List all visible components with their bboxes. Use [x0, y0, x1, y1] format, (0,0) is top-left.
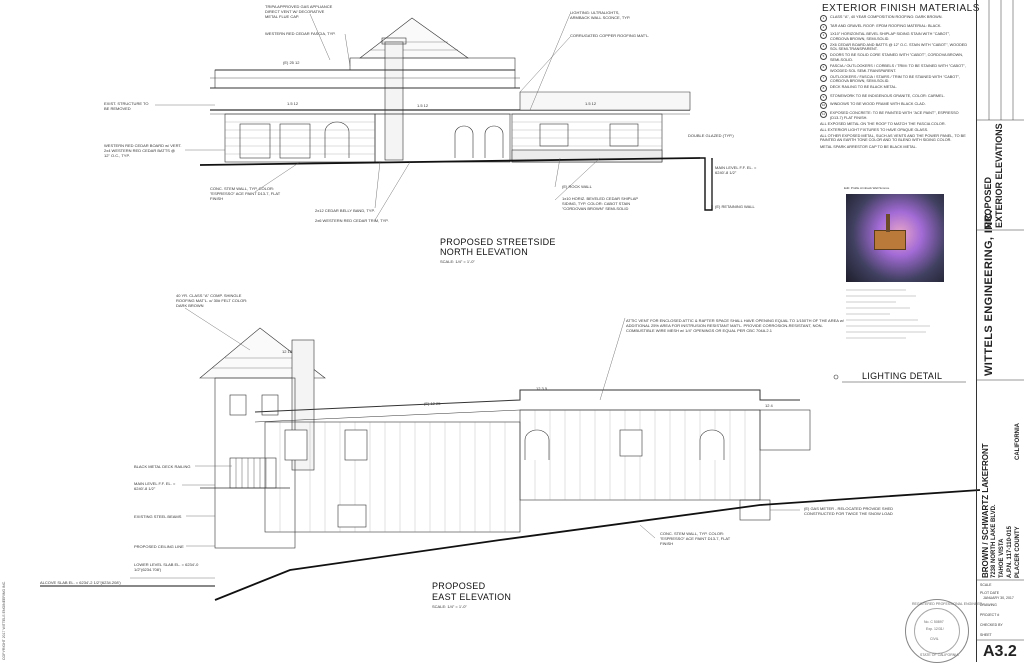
project-apn: A.P.N. 117-110-015	[1007, 526, 1013, 578]
note-existing-structure: EXIST. STRUCTURE TO BE REMOVED	[104, 101, 149, 111]
finish-note: ALL OTHER EXPOSED METAL, SUCH AS VENTS A…	[820, 133, 966, 143]
spec-text-lines	[846, 289, 930, 339]
roof-pitch-label: 12 4	[765, 403, 773, 408]
sconce-image	[846, 194, 944, 282]
roof-pitch-label: 1.5 12	[287, 101, 299, 106]
note-fascia: WESTERN RED CEDAR FASCIA, TYP.	[265, 31, 336, 36]
scale-label: SCALE	[980, 583, 992, 587]
finish-note: ALL EXTERIOR LIGHT FIXTURES TO HAVE OPAQ…	[820, 127, 929, 132]
sconce-arm-shape	[886, 214, 890, 232]
plot-date-label: PLOT DATE	[980, 591, 1000, 595]
note-siding: 1x10 HORIZ. BEVELED CEDAR SHIPLAP SIDING…	[562, 196, 638, 211]
note-stem-wall: CONC. STEM WALL, TYP. COLOR: "ESPRESSO" …	[660, 531, 731, 546]
roof-pitch-label: 1.5 12	[417, 103, 429, 108]
lighting-caption: Edit: Profile Armback Wall Sconce	[844, 186, 890, 190]
title-block: PROPOSED EXTERIOR ELEVATIONS WITTELS ENG…	[976, 0, 1024, 662]
plot-date-value: JANUARY 30, 2017	[983, 596, 1014, 600]
note-cedar-board: WESTERN RED CEDAR BOARD w/ VERT. 2x4 WES…	[104, 143, 182, 158]
note-steel-beams: EXISTING STEEL BEAMS	[134, 514, 182, 519]
note-retaining-wall: (E) RETAINING WALL	[715, 204, 755, 209]
project-number-label: PROJECT #	[980, 613, 1000, 617]
stamp-license: No. C 50897	[924, 620, 944, 624]
sheet-number: A3.2	[983, 643, 1017, 660]
lighting-detail-sheet: Edit: Profile Armback Wall Sconce	[844, 186, 948, 358]
note-alcove-slab: ALCOVE SLAB EL. = 6234'-2 1/2"(6234.208'…	[40, 580, 121, 585]
project-name: BROWN / SCHWARTZ LAKEFRONT	[981, 443, 990, 578]
note-deck-railing: BLACK METAL DECK RAILING	[134, 464, 191, 469]
note-shingle-roofing: 40 YR. CLASS "A" COMP. SHINGLE ROOFING M…	[176, 293, 248, 308]
roof-pitch-label: 12 12	[282, 349, 293, 354]
roof-pitch-label: 12 3.5	[536, 386, 548, 391]
note-cedar-trim: 2x6 WESTERN RED CEDAR TRIM, TYP.	[315, 218, 389, 223]
note-copper-roofing: CORRUGATED COPPER ROOFING MAT'L.	[570, 33, 650, 38]
firm-name: WITTELS ENGINEERING, INC.	[983, 209, 995, 376]
note-main-level: MAIN LEVEL F.F. EL. = 6240'-8 1/2"	[134, 481, 176, 491]
note-belly-band: 2x12 CEDAR BELLY BAND, TYP.	[315, 208, 375, 213]
project-city: TAHOE VISTA	[999, 538, 1005, 578]
note-stem-wall: CONC. STEM WALL, TYP. COLOR: "ESPRESSO" …	[210, 186, 281, 201]
title-block-grid	[977, 0, 1024, 641]
east-elevation-drawing	[40, 307, 980, 601]
stamp-civil: CIVIL	[930, 637, 939, 641]
project-state: CALIFORNIA	[1015, 423, 1021, 460]
roof-pitch-label: (E) 12 25	[424, 401, 441, 406]
sconce-lamp-shape	[874, 230, 906, 250]
finish-note: METAL SPARK ARRESTOR CAP TO BE BLACK MET…	[820, 144, 917, 149]
note-lower-level: LOWER LEVEL SLAB EL. = 6234'-0 1/2"(6234…	[134, 562, 199, 572]
note-ceiling-line: PROPOSED CEILING LINE	[134, 544, 184, 549]
east-elevation-title: PROPOSED	[432, 581, 486, 591]
finish-note: ALL EXPOSED METAL ON THE ROOF TO MATCH T…	[820, 121, 946, 126]
north-elevation-title: PROPOSED STREETSIDE	[440, 237, 556, 247]
east-elevation-subtitle: EAST ELEVATION	[432, 592, 512, 602]
note-gas-meter: (E) GAS METER - RELOCATED PROVIDE SHED C…	[804, 506, 894, 516]
note-rock-wall: (E) ROCK WALL	[562, 184, 592, 189]
roof-pitch-label: (E) 25 12	[283, 60, 300, 65]
project-address: 7238 NORTH LAKE BLVD.	[991, 504, 997, 578]
north-elevation-drawing	[155, 13, 713, 221]
lighting-detail-marker	[833, 374, 966, 383]
stamp-state: STATE OF CALIFORNIA	[920, 653, 959, 657]
note-main-level: MAIN LEVEL F.F. EL. = 6240'-8 1/2"	[715, 165, 757, 175]
project-county: PLACER COUNTY	[1015, 526, 1021, 578]
note-double-glazed: DOUBLE GLAZED (TYP.)	[688, 133, 734, 138]
note-attic-vent: ATTIC VENT FOR ENCLOSED ATTIC & RAFTER S…	[626, 318, 844, 333]
lighting-detail-title: LIGHTING DETAIL	[862, 371, 943, 381]
stamp-ring-text: REGISTERED PROFESSIONAL ENGINEER	[912, 602, 983, 606]
checked-by-label: CHECKED BY	[980, 623, 1003, 627]
north-elevation-scale: SCALE: 1/4" = 1'-0"	[440, 259, 475, 264]
copyright-text: COPYRIGHT 2017 WITTELS ENGINEERING INC.	[2, 580, 6, 660]
north-elevation-subtitle: NORTH ELEVATION	[440, 247, 529, 257]
note-lighting: LIGHTING: ULTRALIGHTS, ARMBACK WALL SCON…	[570, 10, 631, 20]
engineer-stamp-inner	[914, 608, 960, 654]
sheet-label: SHEET	[980, 633, 992, 637]
note-tripa-vent: TRIPA APPROVED GAS APPLIANCE DIRECT VENT…	[265, 4, 333, 19]
east-elevation-scale: SCALE: 1/4" = 1'-0"	[432, 604, 467, 609]
roof-pitch-label: 1.5 12	[585, 101, 597, 106]
stamp-expiry: Exp. 12/31/	[926, 627, 944, 631]
sheet-subtitle: EXTERIOR ELEVATIONS	[994, 123, 1004, 228]
finish-materials-title: EXTERIOR FINISH MATERIALS	[822, 3, 980, 14]
drawing-label: DRAWING	[980, 603, 997, 607]
